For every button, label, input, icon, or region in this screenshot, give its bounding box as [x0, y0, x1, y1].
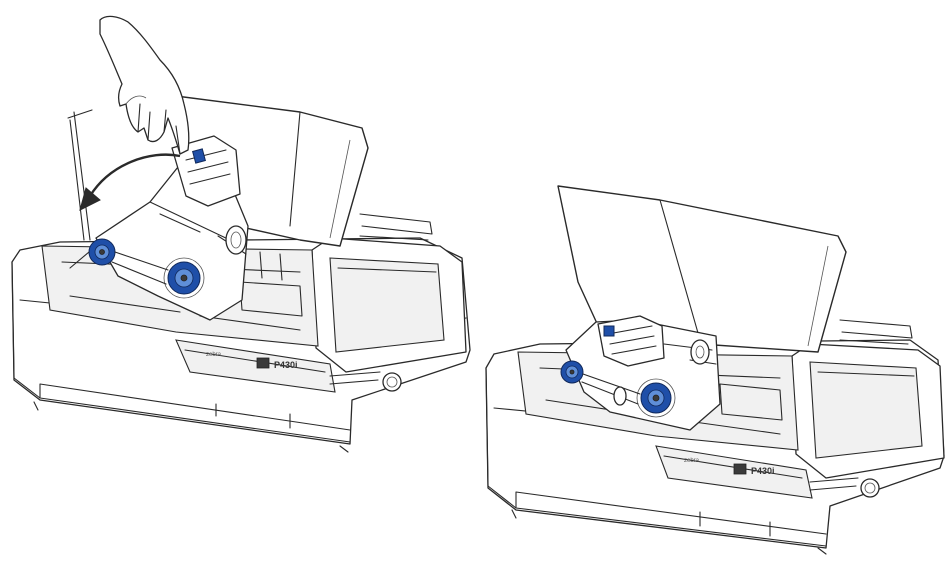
printer-left-release-latch	[192, 148, 206, 164]
svg-text:zebra: zebra	[206, 352, 222, 358]
printer-left-logo	[256, 357, 270, 369]
printer-left: P430i zebra	[11, 15, 471, 453]
printer-right-power-button	[860, 478, 880, 498]
hand-illustration	[99, 15, 190, 155]
printer-left-ribbon-cartridge	[69, 135, 249, 321]
printer-left-model-label: P430i	[274, 360, 298, 370]
svg-text:zebra: zebra	[684, 458, 700, 464]
printer-left-front-panel	[175, 339, 336, 393]
printer-left-cartridge-handle[interactable]	[171, 135, 241, 207]
printer-right-ribbon-cartridge	[560, 315, 721, 431]
printer-right-release-latch	[603, 325, 615, 337]
printer-right-logo	[733, 463, 747, 475]
printer-right-lid	[557, 185, 847, 353]
printer-left-power-button	[382, 372, 402, 392]
printer-right: P430i zebra	[485, 185, 945, 555]
printer-right-model-label: P430i	[751, 466, 775, 476]
motion-arrow	[79, 153, 181, 211]
motion-arrow-head	[79, 187, 101, 211]
